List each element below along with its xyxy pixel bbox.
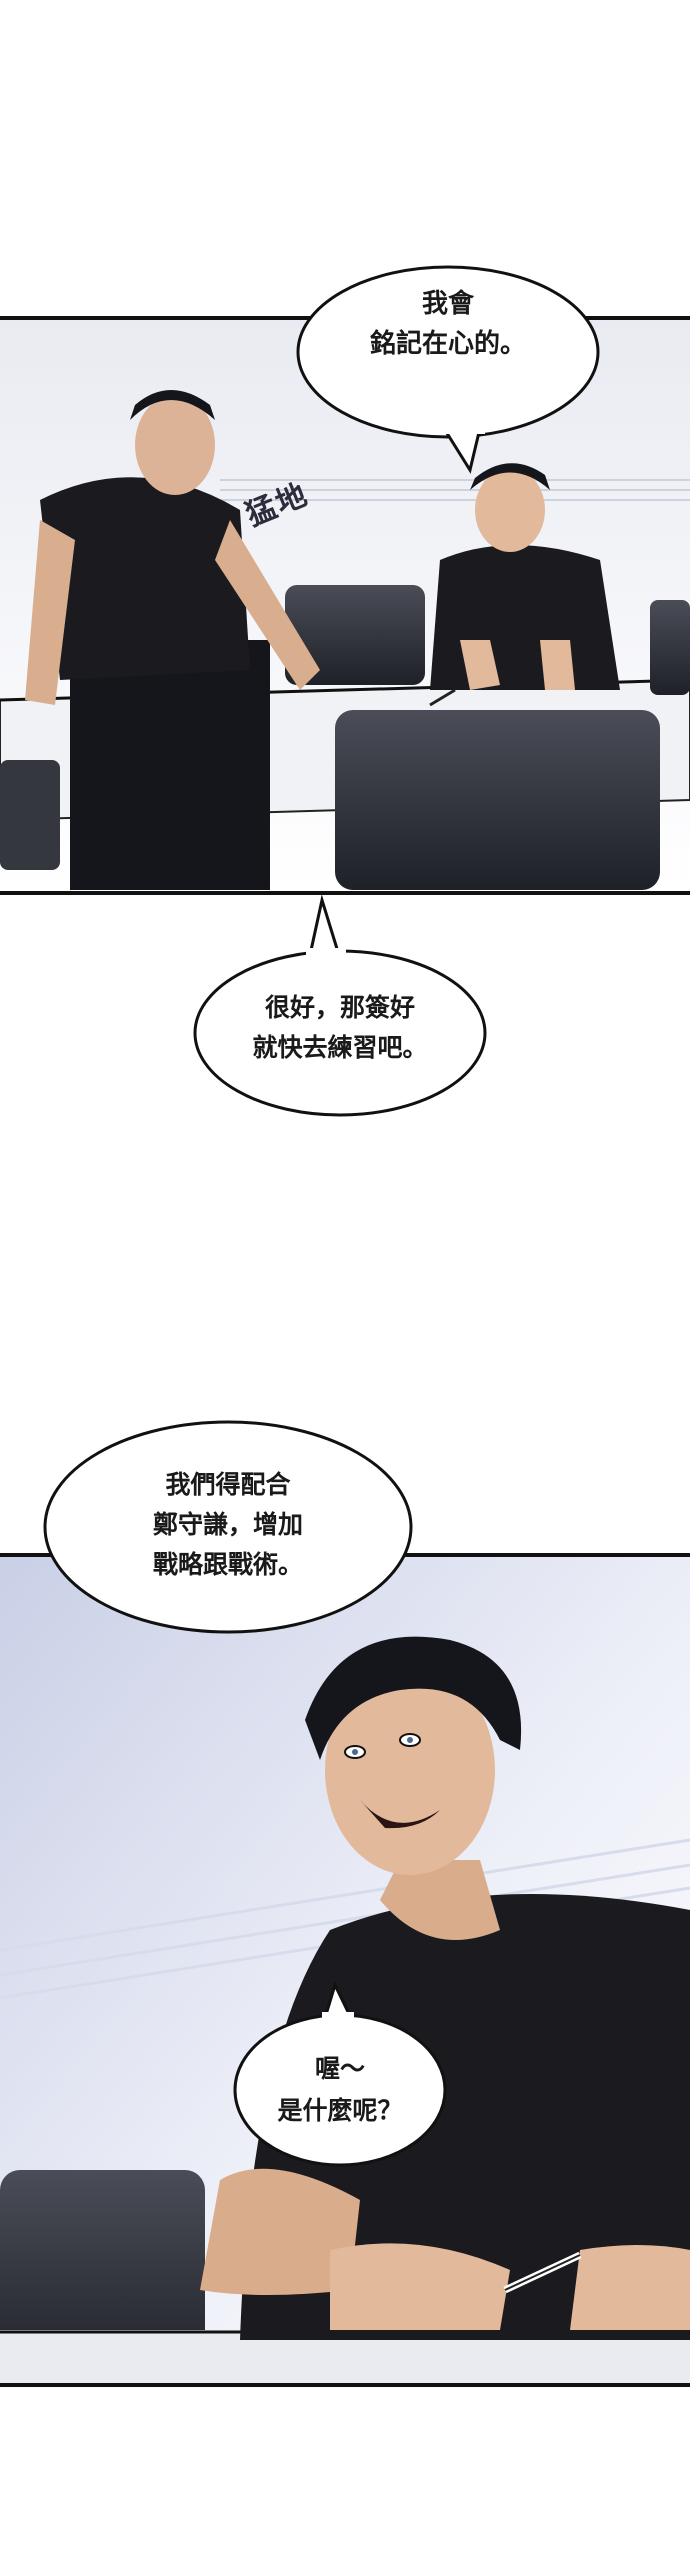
bubble-1-line-2: 銘記在心的。 (369, 329, 526, 359)
bubble-1-line-1: 我會 (421, 289, 474, 319)
bubble-3-line-1: 我們得配合 (165, 1470, 291, 1499)
bubble-4-line-1: 喔～ (314, 2054, 365, 2083)
bubble-3-line-2: 鄭守謙，增加 (152, 1510, 303, 1539)
speech-bubble-2 (193, 894, 487, 1117)
bubble-3-line-3: 戰略跟戰術。 (152, 1550, 303, 1579)
bubble-2-line-1: 很好，那簽好 (264, 993, 415, 1022)
character-seated (430, 463, 620, 690)
bubble-2-line-2: 就快去練習吧。 (252, 1033, 428, 1062)
bubble-2-text: 很好，那簽好 就快去練習吧。 (230, 988, 450, 1068)
bubble-4-text: 喔～ 是什麼呢？ (250, 2048, 430, 2132)
speech-bubble-4 (233, 1980, 447, 2167)
bubble-3-text: 我們得配合 鄭守謙，增加 戰略跟戰術。 (118, 1465, 338, 1585)
character-closeup (200, 1636, 690, 2340)
bubble-1-text: 我會 銘記在心的。 (343, 284, 553, 364)
speech-bubble-1 (296, 265, 600, 474)
bubble-4-line-2: 是什麼呢？ (277, 2096, 403, 2125)
speech-bubble-3 (43, 1420, 413, 1634)
panel-1 (0, 265, 690, 892)
character-standing (25, 390, 320, 890)
panel-2 (0, 1553, 690, 2385)
